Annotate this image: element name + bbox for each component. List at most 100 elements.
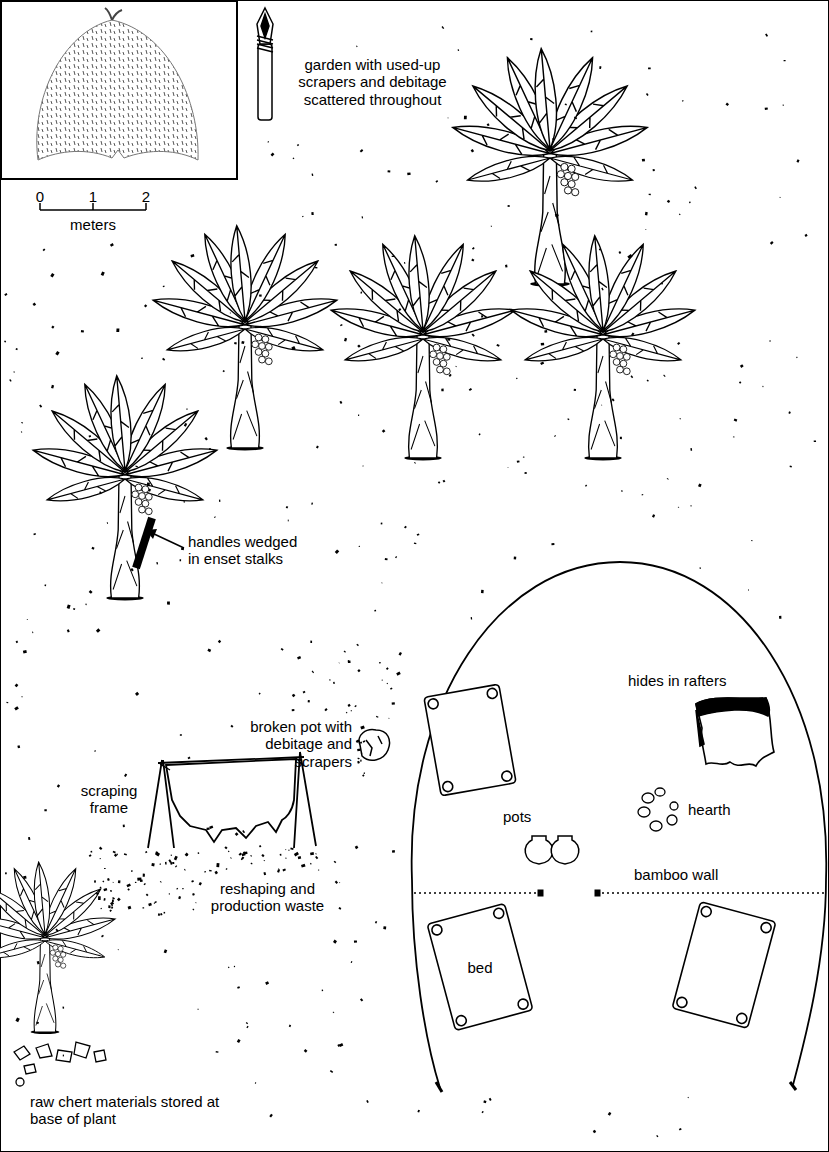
debitage-flake (315, 856, 318, 859)
debitage-flake (779, 197, 780, 198)
debitage-flake (124, 773, 127, 777)
debitage-flake (108, 905, 110, 908)
debitage-flake (135, 692, 139, 696)
debitage-flake (168, 859, 171, 862)
debitage-flake (591, 31, 593, 33)
hide-in-rafters (696, 698, 769, 746)
debitage-flake (663, 375, 665, 377)
debitage-flake (677, 342, 680, 345)
debitage-flake (645, 212, 648, 216)
debitage-flake (392, 256, 395, 257)
debitage-flake (214, 871, 218, 875)
debitage-flake (627, 254, 632, 259)
debitage-flake (601, 405, 603, 406)
debitage-flake (128, 906, 132, 910)
debitage-flake (357, 749, 361, 752)
debitage-flake (259, 294, 262, 296)
debitage-flake (143, 874, 145, 877)
scraper-tool (258, 44, 272, 120)
debitage-flake (235, 832, 239, 836)
debitage-flake (653, 169, 655, 171)
scraper-tool (257, 36, 273, 52)
debitage-flake (289, 1025, 291, 1028)
debitage-flake (228, 851, 230, 853)
debitage-flake (171, 855, 172, 856)
debitage-flake (315, 853, 317, 854)
wedged-handle (136, 518, 184, 568)
bamboo-wall (414, 892, 540, 894)
debitage-flake (199, 882, 202, 886)
raw-chert-stones (14, 1042, 106, 1086)
debitage-flake (44, 584, 46, 586)
debitage-flake (137, 877, 141, 880)
debitage-flake (312, 173, 314, 176)
debitage-flake (649, 194, 651, 195)
debitage-flake (599, 249, 601, 251)
scraping-frame (148, 752, 316, 848)
debitage-flake (335, 244, 337, 246)
debitage-flake (91, 851, 93, 853)
debitage-flake (109, 909, 112, 912)
debitage-flake (374, 610, 376, 612)
debitage-flake (544, 330, 547, 333)
debitage-flake (164, 912, 166, 914)
debitage-flake (360, 742, 362, 744)
debitage-flake (241, 858, 243, 861)
debitage-flake (620, 437, 622, 439)
debitage-flake (176, 888, 178, 890)
debitage-flake (178, 896, 181, 899)
debitage-flake (335, 549, 339, 554)
house-outline (790, 1082, 796, 1090)
debitage-flake (599, 66, 601, 69)
debitage-flake (339, 882, 340, 883)
debitage-flake (447, 338, 450, 341)
debitage-flake (130, 568, 133, 571)
pots (525, 836, 579, 864)
debitage-flake (508, 205, 510, 207)
debitage-flake (316, 446, 319, 449)
debitage-flake (94, 750, 96, 752)
bamboo-wall (414, 890, 826, 896)
debitage-flake (814, 440, 816, 442)
debitage-flake (481, 315, 483, 317)
debitage-flake (334, 861, 337, 864)
debitage-flake (96, 892, 99, 895)
debitage-flake (441, 26, 444, 29)
bed-node: bed (428, 904, 532, 1030)
debitage-flake (330, 1070, 333, 1073)
debitage-flake (39, 404, 42, 407)
debitage-flake (733, 436, 735, 437)
debitage-flake (517, 460, 520, 462)
debitage-flake (438, 481, 441, 484)
debitage-flake (699, 567, 701, 569)
debitage-flake (267, 141, 269, 143)
debitage-flake (261, 854, 264, 857)
debitage-flake (783, 105, 784, 106)
debitage-flake (360, 760, 362, 762)
debitage-flake (382, 429, 386, 433)
debitage-flake (271, 153, 275, 157)
debitage-flake (16, 641, 19, 644)
debitage-flake (363, 740, 366, 742)
bed-outline (493, 907, 505, 919)
enset-plants (0, 861, 117, 1034)
debitage-flake (362, 465, 363, 466)
debitage-flake (339, 401, 342, 404)
debitage-flake (469, 388, 472, 391)
debitage-flake (89, 590, 93, 594)
beds (486, 688, 498, 700)
debitage-flake (748, 589, 750, 591)
debitage-flake (585, 485, 587, 487)
debitage-flake (192, 909, 194, 911)
debitage-flake (162, 358, 165, 361)
debitage-flake (183, 501, 185, 503)
debitage-flake (335, 881, 338, 884)
debitage-flake (379, 662, 381, 664)
debitage-flake (265, 981, 269, 985)
debitage-flake (414, 462, 416, 464)
scale-unit: meters (63, 216, 123, 233)
debitage-flake (156, 852, 160, 856)
debitage-flake (288, 850, 289, 851)
debitage-flake (228, 967, 230, 969)
debitage-flake (790, 466, 792, 468)
